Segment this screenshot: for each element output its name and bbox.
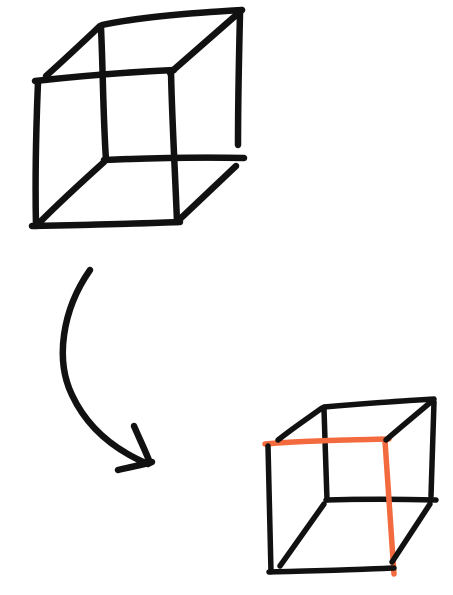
cube-top-back-top-edge xyxy=(98,6,246,29)
cube-top-connector-top-right xyxy=(166,6,246,77)
cube-bottom-front-bottom-edge xyxy=(266,565,397,575)
cube-top-front-right-edge xyxy=(167,68,181,226)
cube-top xyxy=(28,6,248,230)
cube-bottom-front-top-edge-highlighted xyxy=(262,436,392,447)
cube-bottom-back-bottom-edge xyxy=(323,496,439,503)
cube-bottom-connector-top-left xyxy=(275,405,325,443)
cube-top-back-left-edge xyxy=(97,24,110,164)
cube-bottom xyxy=(262,396,439,577)
cube-top-front-bottom-edge xyxy=(28,218,184,230)
cube-bottom-back-top-edge xyxy=(321,396,437,410)
cube-bottom-back-right-edge xyxy=(428,399,437,499)
cube-bottom-front-left-edge xyxy=(265,443,274,575)
cube-bottom-connector-bottom-right xyxy=(389,501,433,565)
arrow-head-lower xyxy=(114,458,156,474)
cube-bottom-back-left-edge xyxy=(321,406,330,503)
cube-bottom-connector-top-right xyxy=(383,398,435,443)
cube-top-connector-bottom-left xyxy=(36,158,108,226)
cube-bottom-front-right-edge-highlighted xyxy=(382,438,397,577)
cube-top-connector-bottom-right xyxy=(176,162,240,223)
transform-arrow xyxy=(59,266,156,474)
cube-bottom-connector-bottom-left xyxy=(277,501,327,569)
cube-top-connector-top-left xyxy=(42,22,104,80)
arrow-shaft xyxy=(59,266,152,468)
cube-top-front-left-edge xyxy=(32,78,42,230)
cube-top-front-top-edge xyxy=(31,66,178,85)
cube-top-back-right-edge xyxy=(234,10,244,149)
